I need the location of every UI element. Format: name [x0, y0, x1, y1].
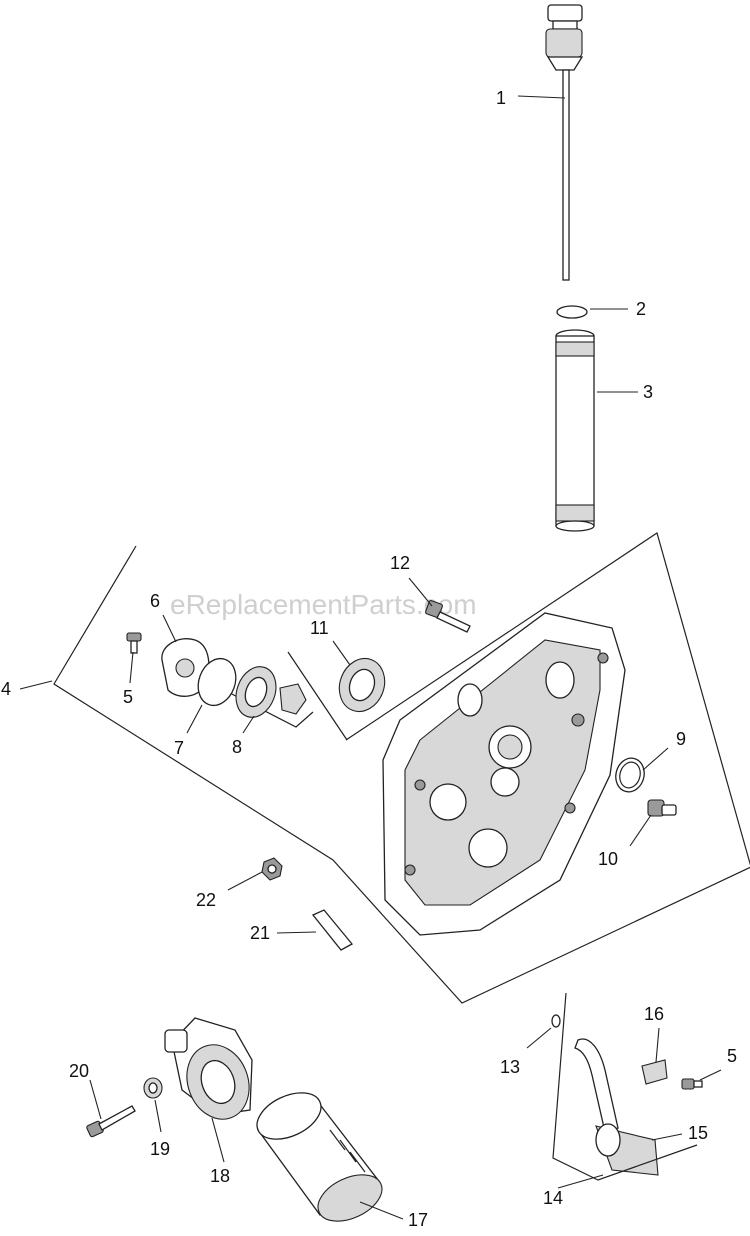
seal-ring-9 — [615, 757, 645, 793]
o-ring-13 — [551, 1014, 561, 1028]
callout-17: 17 — [408, 1210, 428, 1230]
callout-9: 9 — [676, 729, 686, 749]
dipstick-o-ring — [556, 305, 588, 319]
tube-bracket — [641, 1059, 668, 1085]
callout-1: 1 — [496, 88, 506, 108]
callout-3: 3 — [643, 382, 653, 402]
drain-plug — [647, 799, 677, 817]
callout-6: 6 — [150, 591, 160, 611]
gasket-strip — [311, 909, 354, 951]
callout-11: 11 — [310, 618, 329, 638]
callout-5-upper: 5 — [123, 687, 133, 707]
callout-21: 21 — [250, 923, 270, 943]
pump-o-ring — [197, 657, 237, 707]
callout-20: 20 — [69, 1061, 89, 1081]
callout-5-lower: 5 — [727, 1046, 737, 1066]
callout-19: 19 — [150, 1139, 170, 1159]
oil-pump-rotor — [235, 666, 307, 718]
oil-filter — [256, 1092, 383, 1222]
screw-lower — [681, 1078, 703, 1090]
callout-16: 16 — [644, 1004, 664, 1024]
dipstick — [545, 4, 584, 281]
screw-upper — [126, 632, 142, 654]
bolt-12 — [425, 600, 471, 633]
closure-plate — [382, 612, 626, 936]
oil-seal — [338, 657, 386, 713]
oil-pan-kit-frame — [53, 532, 750, 1004]
dipstick-tube — [555, 329, 595, 532]
oil-fill-tube — [574, 1038, 659, 1176]
oil-filter-adapter — [164, 1017, 253, 1120]
pump-cover-boss — [175, 658, 195, 678]
callout-2: 2 — [636, 299, 646, 319]
bolt-20 — [86, 1105, 136, 1138]
callout-13: 13 — [500, 1057, 520, 1077]
seal-ring-9-inner — [619, 761, 641, 789]
nut-22 — [261, 857, 283, 881]
fill-tube-kit-frame — [552, 992, 698, 1181]
callout-18: 18 — [210, 1166, 230, 1186]
callout-12: 12 — [390, 553, 410, 573]
callout-10: 10 — [598, 849, 618, 869]
callout-22: 22 — [196, 890, 216, 910]
washer-19-hole — [148, 1082, 158, 1094]
watermark: eReplacementParts.com — [170, 589, 477, 620]
seal-kit-frame — [287, 651, 348, 741]
callout-7: 7 — [174, 738, 184, 758]
leader-lines — [19, 95, 722, 1220]
callout-8: 8 — [232, 737, 242, 757]
callout-15: 15 — [688, 1123, 708, 1143]
callout-labels: 1 2 3 4 5 6 7 8 9 10 11 12 13 14 15 16 1… — [1, 88, 737, 1230]
callout-4: 4 — [1, 679, 11, 699]
callout-14: 14 — [543, 1188, 563, 1208]
